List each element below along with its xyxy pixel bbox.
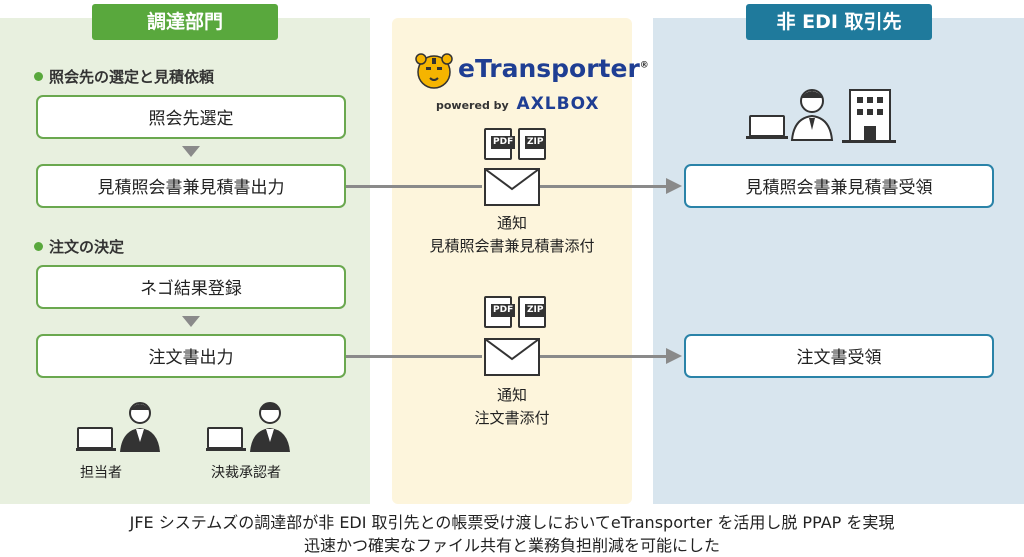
- nego-register-box: ネゴ結果登録: [36, 265, 346, 309]
- approver-laptop-icon: [206, 402, 290, 452]
- order-output-box: 注文書出力: [36, 334, 346, 378]
- zip-file-icon: ZIP: [518, 128, 546, 160]
- powered-by-text: powered by AXLBOX: [436, 94, 600, 114]
- notify-estimate-line: [539, 185, 667, 188]
- pdf-file-icon: PDF: [484, 128, 516, 160]
- flow-down-arrow-icon: [182, 146, 200, 157]
- procurement-header: 調達部門: [92, 4, 278, 40]
- section-order-title: 注文の決定: [34, 236, 124, 257]
- order-receive-box: 注文書受領: [684, 334, 994, 378]
- estimate-notify-caption: 通知 見積照会書兼見積書添付: [429, 214, 595, 255]
- section-selection-title: 照会先の選定と見積依頼: [34, 66, 214, 87]
- mail-envelope-icon: [484, 338, 540, 376]
- notify-estimate-line: [346, 185, 482, 188]
- footer-line-1: JFE システムズの調達部が非 EDI 取引先との帳票受け渡しにおいてeTran…: [129, 513, 895, 532]
- etransporter-panel: [392, 18, 632, 504]
- arrow-right-icon: [666, 348, 682, 364]
- supplier-header: 非 EDI 取引先: [746, 4, 932, 40]
- etransporter-logo-text: eTransporter®: [458, 54, 649, 83]
- approver-label: 決裁承認者: [211, 465, 281, 481]
- staff-label: 担当者: [80, 465, 122, 481]
- estimate-receive-box: 見積照会書兼見積書受領: [684, 164, 994, 208]
- flow-down-arrow-icon: [182, 316, 200, 327]
- mail-envelope-icon: [484, 168, 540, 206]
- footer-line-2: 迅速かつ確実なファイル共有と業務負担削減を可能にした: [303, 536, 720, 555]
- procurement-panel: [0, 18, 370, 504]
- arrow-right-icon: [666, 178, 682, 194]
- zip-file-icon: ZIP: [518, 296, 546, 328]
- notify-order-line: [346, 355, 482, 358]
- staff-laptop-icon: [76, 402, 160, 452]
- supplier-staff-building-icon: [746, 89, 896, 143]
- supplier-panel: [653, 18, 1024, 504]
- bullet-dot-icon: [34, 242, 43, 251]
- tiger-logo-icon: [415, 53, 453, 89]
- bullet-dot-icon: [34, 72, 43, 81]
- notify-order-line: [539, 355, 667, 358]
- select-inquiry-box: 照会先選定: [36, 95, 346, 139]
- pdf-file-icon: PDF: [484, 296, 516, 328]
- estimate-output-box: 見積照会書兼見積書出力: [36, 164, 346, 208]
- order-notify-caption: 通知 注文書添付: [474, 386, 550, 427]
